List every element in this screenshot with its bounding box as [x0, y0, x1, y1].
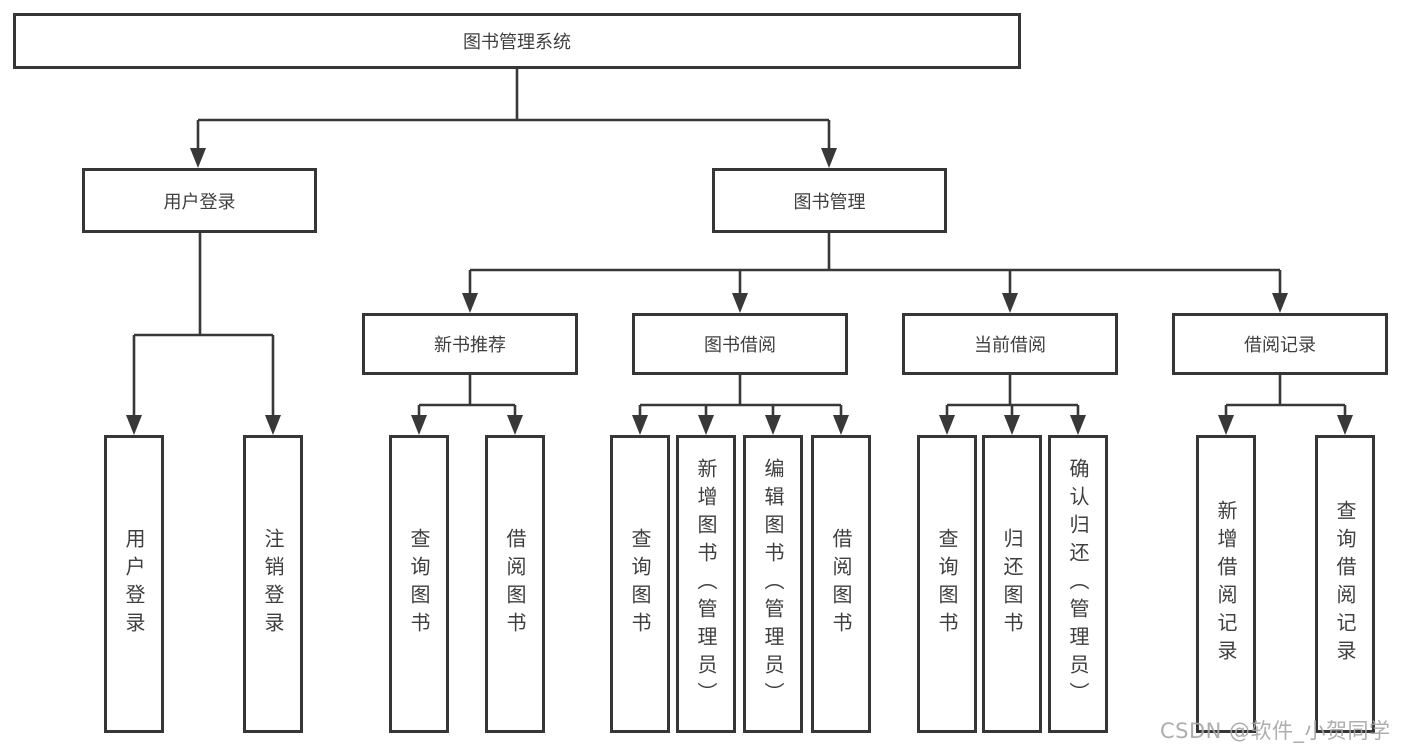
leaf-user-login: 用户登录 [104, 435, 164, 733]
node-new-book-recommend: 新书推荐 [362, 313, 578, 375]
node-label: 图书管理 [793, 191, 866, 213]
node-label: 图书借阅 [704, 335, 776, 356]
leaf-label: 查询图书 [628, 528, 652, 640]
leaf-confirm-return-admin: 确认归还（管理员） [1048, 435, 1108, 733]
csdn-watermark: CSDN @软件_小贺同学 [1160, 719, 1391, 743]
node-borrow-records: 借阅记录 [1172, 313, 1388, 375]
leaf-label: 注销登录 [261, 528, 285, 640]
leaf-label: 查询借阅记录 [1333, 500, 1357, 668]
leaf-edit-books-admin: 编辑图书（管理员） [743, 435, 803, 733]
leaf-query-borrow-record: 查询借阅记录 [1315, 435, 1375, 733]
leaf-label: 查询图书 [407, 528, 431, 640]
leaf-borrow-books-1: 借阅图书 [485, 435, 545, 733]
node-label: 图书管理系统 [463, 32, 571, 53]
leaf-logout: 注销登录 [243, 435, 303, 733]
node-user-login: 用户登录 [82, 168, 317, 233]
leaf-label: 查询图书 [935, 528, 959, 640]
leaf-label: 借阅图书 [503, 528, 527, 640]
node-label: 借阅记录 [1244, 335, 1316, 356]
node-label: 新书推荐 [434, 335, 506, 356]
node-book-borrowing: 图书借阅 [632, 313, 848, 375]
leaf-add-books-admin: 新增图书（管理员） [676, 435, 736, 733]
leaf-label: 归还图书 [1000, 528, 1024, 640]
leaf-label: 用户登录 [122, 528, 146, 640]
leaf-return-books: 归还图书 [982, 435, 1042, 733]
leaf-query-books-3: 查询图书 [917, 435, 977, 733]
node-book-management: 图书管理 [712, 168, 947, 233]
leaf-label: 新增图书（管理员） [694, 458, 718, 710]
leaf-label: 编辑图书（管理员） [761, 458, 785, 710]
leaf-label: 确认归还（管理员） [1066, 458, 1090, 710]
leaf-query-books-1: 查询图书 [389, 435, 449, 733]
node-label: 用户登录 [163, 191, 236, 213]
node-book-management-system: 图书管理系统 [13, 13, 1021, 69]
leaf-query-books-2: 查询图书 [610, 435, 670, 733]
leaf-borrow-books-2: 借阅图书 [811, 435, 871, 733]
leaf-label: 新增借阅记录 [1214, 500, 1238, 668]
node-current-borrowing: 当前借阅 [902, 313, 1118, 375]
leaf-add-borrow-record: 新增借阅记录 [1196, 435, 1256, 733]
leaf-label: 借阅图书 [829, 528, 853, 640]
node-label: 当前借阅 [974, 335, 1046, 356]
